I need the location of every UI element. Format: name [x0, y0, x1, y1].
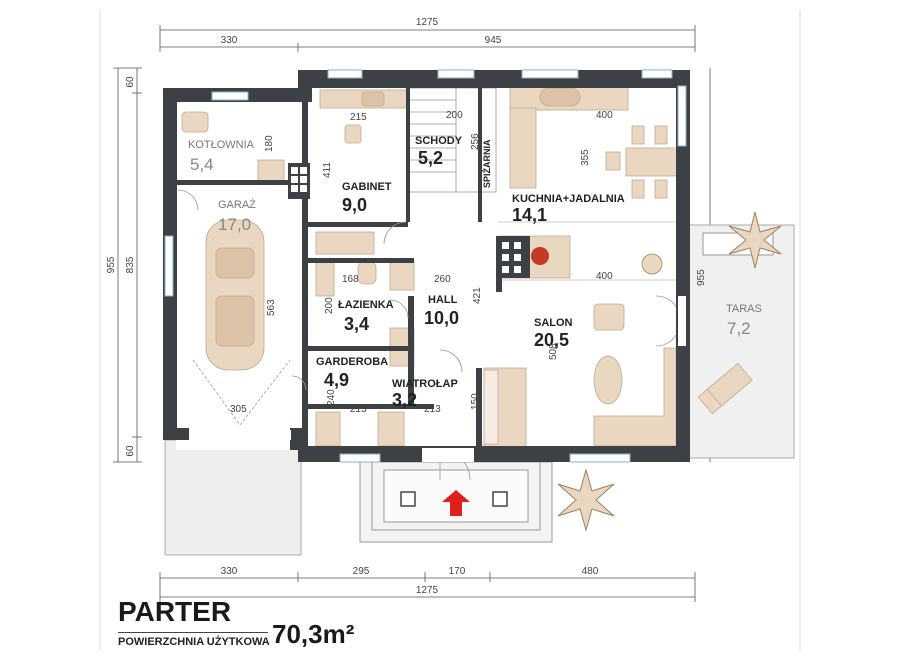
dim-bottom-c: 170 [449, 566, 466, 577]
car-icon [205, 219, 265, 371]
room-name-wiatrolap: WIATROŁAP [392, 378, 458, 390]
dim-gab-h: 411 [322, 162, 333, 178]
dim-kuch-h: 355 [580, 149, 591, 166]
dim-left-top: 60 [125, 76, 136, 88]
terrace [685, 224, 795, 459]
dim-laz-w: 168 [342, 274, 359, 285]
room-area-salon: 20,5 [534, 330, 569, 350]
dim-bottom-b: 295 [353, 566, 370, 577]
dim-top-right: 945 [485, 35, 502, 46]
room-name-spizarnia: SPIŻARNIA [482, 139, 492, 188]
room-name-schody: SCHODY [415, 135, 463, 147]
room-name-garderoba: GARDEROBA [316, 356, 388, 368]
room-area-hall: 10,0 [424, 308, 459, 328]
dim-hall-h: 421 [472, 287, 483, 304]
room-area-garderoba: 4,9 [324, 370, 349, 390]
dim-hall-w: 260 [434, 274, 451, 285]
room-name-garaz: GARAŻ [218, 198, 256, 211]
room-name-lazienka: ŁAZIENKA [338, 299, 394, 311]
usable-area-value: 70,3m² [272, 619, 355, 649]
furniture [181, 83, 685, 449]
title-underline [118, 632, 268, 633]
room-labels: KOTŁOWNIA 5,4 GARAŻ 17,0 GABINET 9,0 SCH… [188, 135, 762, 410]
dim-bottom-d: 480 [582, 566, 599, 577]
dim-wiatr-h: 150 [470, 393, 481, 410]
dim-salon-w: 400 [596, 271, 613, 282]
windows [164, 69, 687, 463]
dim-left-inner: 835 [125, 256, 136, 273]
dim-taras-h: 955 [696, 269, 707, 286]
dim-top-total: 1275 [416, 17, 439, 28]
room-name-gabinet: GABINET [342, 181, 392, 193]
floor-title: PARTER [118, 596, 232, 627]
dim-spiz-h: 256 [470, 133, 481, 150]
room-name-kotlownia: KOTŁOWNIA [188, 139, 255, 151]
inner-dimensions: 180 215 411 200 256 400 355 168 200 260 … [230, 110, 707, 415]
room-area-schody: 5,2 [418, 148, 443, 168]
dim-laz-h: 200 [324, 297, 335, 314]
dim-garder-w: 215 [350, 404, 367, 415]
bottom-dimensions: 330 295 170 480 1275 [159, 566, 696, 602]
room-area-garaz: 17,0 [218, 215, 251, 234]
room-name-hall: HALL [428, 294, 458, 306]
dim-gar-w: 305 [230, 404, 247, 415]
dim-kuch-w: 400 [596, 110, 613, 121]
room-area-kotlownia: 5,4 [190, 155, 214, 174]
plant-icon [641, 253, 663, 275]
dim-bottom-total: 1275 [416, 585, 439, 596]
room-area-kuchnia: 14,1 [512, 205, 547, 225]
dim-garder-h: 240 [326, 389, 337, 406]
dim-bottom-a: 330 [221, 566, 238, 577]
dim-sch-w: 200 [446, 110, 463, 121]
entrance-arrow-icon [442, 490, 470, 516]
plant-icon [557, 468, 615, 532]
dim-kotl-h: 180 [264, 135, 275, 152]
room-area-wiatrolap: 3,2 [392, 390, 417, 410]
dim-salon-h: 508 [548, 343, 559, 360]
room-area-taras: 7,2 [727, 319, 751, 338]
top-dimensions: 1275 330 945 [159, 17, 696, 52]
room-area-lazienka: 3,4 [344, 314, 369, 334]
room-area-gabinet: 9,0 [342, 195, 367, 215]
left-dimensions: 955 835 60 60 [106, 67, 142, 463]
dim-left-bottom: 60 [125, 445, 136, 457]
room-name-kuchnia: KUCHNIA+JADALNIA [512, 193, 625, 205]
dim-left-total: 955 [106, 256, 117, 273]
room-name-taras: TARAS [726, 303, 762, 315]
driveway [164, 439, 302, 556]
room-name-salon: SALON [534, 317, 573, 329]
dim-gar-h: 563 [266, 299, 277, 316]
usable-area-label: POWIERZCHNIA UŻYTKOWA [118, 636, 270, 648]
dim-gab-w: 215 [350, 112, 367, 123]
plant-icon [728, 211, 782, 269]
dim-top-left: 330 [221, 35, 238, 46]
dim-wiatr-w: 213 [424, 404, 441, 415]
